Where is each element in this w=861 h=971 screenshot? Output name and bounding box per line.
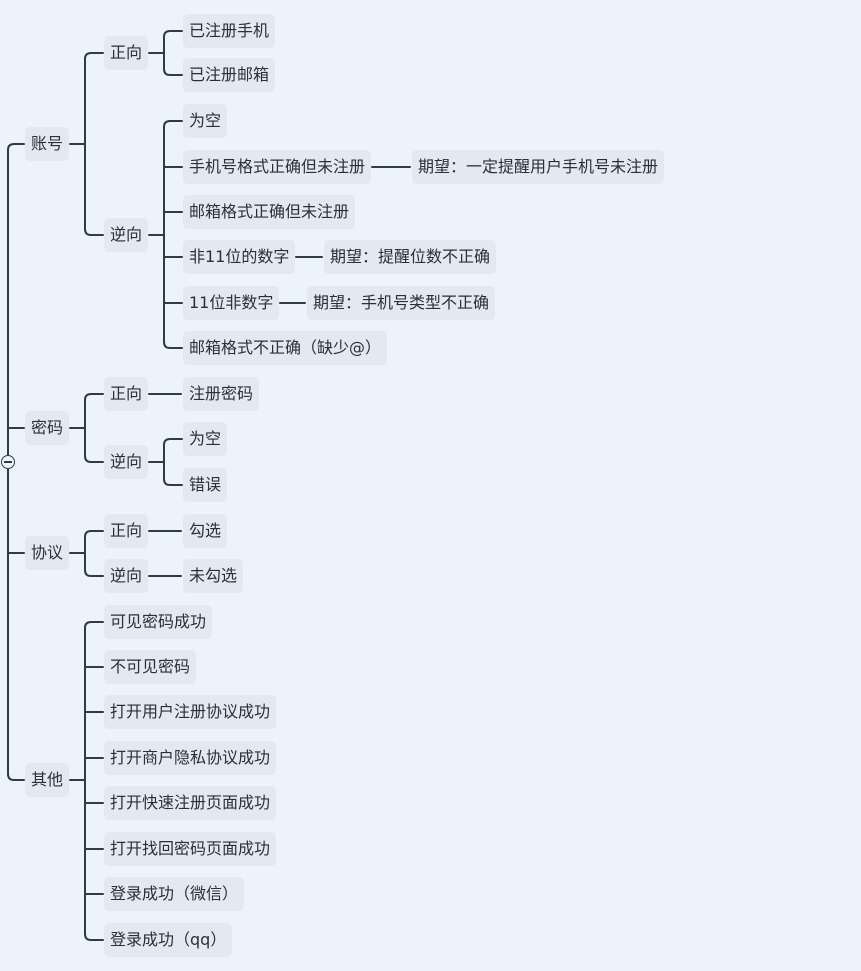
node-agreement-positive[interactable]: 正向 [104,514,149,548]
node-email-valid-unregistered[interactable]: 邮箱格式正确但未注册 [183,195,356,229]
node-open-quick-register-success[interactable]: 打开快速注册页面成功 [104,786,277,820]
node-expect-phone-unregistered[interactable]: 期望：一定提醒用户手机号未注册 [412,150,665,184]
node-login-wechat-success[interactable]: 登录成功（微信） [104,877,245,911]
node-other[interactable]: 其他 [25,763,70,797]
node-agreement-checked[interactable]: 勾选 [183,514,228,548]
node-open-user-agreement-success[interactable]: 打开用户注册协议成功 [104,695,277,729]
node-registered-email[interactable]: 已注册邮箱 [183,58,276,92]
node-non-11-digit-number[interactable]: 非11位的数字 [183,240,296,274]
node-register-password[interactable]: 注册密码 [183,377,260,411]
node-phone-valid-unregistered[interactable]: 手机号格式正确但未注册 [183,150,372,184]
node-open-find-password-success[interactable]: 打开找回密码页面成功 [104,832,277,866]
node-password-empty[interactable]: 为空 [183,422,228,456]
node-agreement-negative[interactable]: 逆向 [104,559,149,593]
node-11-digit-non-number[interactable]: 11位非数字 [183,286,280,320]
node-agreement[interactable]: 协议 [25,536,70,570]
node-open-merchant-privacy-success[interactable]: 打开商户隐私协议成功 [104,741,277,775]
node-agreement-unchecked[interactable]: 未勾选 [183,559,244,593]
node-password-wrong[interactable]: 错误 [183,468,228,502]
node-account-empty[interactable]: 为空 [183,104,228,138]
node-visible-password-success[interactable]: 可见密码成功 [104,605,213,639]
node-expect-phone-type-wrong[interactable]: 期望：手机号类型不正确 [307,286,496,320]
node-account[interactable]: 账号 [25,127,70,161]
node-expect-digit-count-wrong[interactable]: 期望：提醒位数不正确 [324,240,497,274]
node-registered-phone[interactable]: 已注册手机 [183,14,276,48]
node-login-qq-success[interactable]: 登录成功（qq） [104,923,233,957]
node-password-negative[interactable]: 逆向 [104,445,149,479]
node-account-positive[interactable]: 正向 [104,36,149,70]
node-account-negative[interactable]: 逆向 [104,218,149,252]
node-invisible-password[interactable]: 不可见密码 [104,650,197,684]
node-email-format-invalid[interactable]: 邮箱格式不正确（缺少@） [183,331,388,365]
node-password-positive[interactable]: 正向 [104,377,149,411]
node-password[interactable]: 密码 [25,411,70,445]
collapse-minus-icon[interactable] [1,455,15,469]
